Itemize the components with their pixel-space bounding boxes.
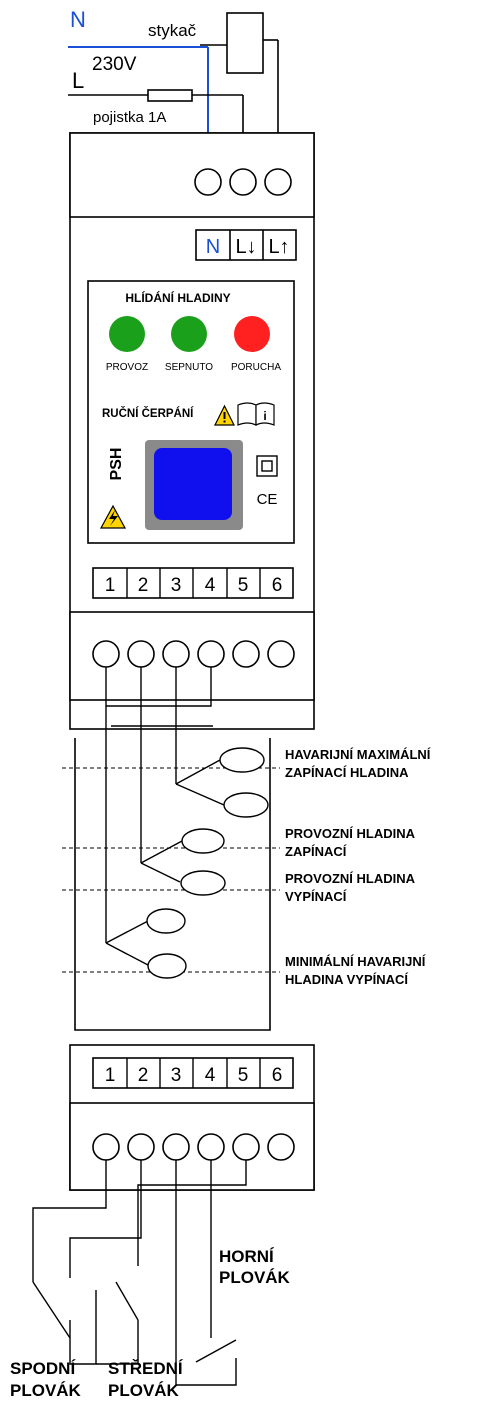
horni-float-line1: HORNÍ [219,1247,275,1266]
horni-float-line2: PLOVÁK [219,1268,291,1287]
n-label: N [70,7,86,32]
top-screw-l-out [264,168,292,196]
level-4-line2: HLADINA VYPÍNACÍ [285,972,408,987]
terminal-number-4: 4 [205,575,216,596]
spodni-switch-contact [32,1281,71,1339]
probe-float [181,828,225,854]
terminal-number-5: 5 [238,575,249,596]
stredni-float-line1: STŘEDNÍ [108,1359,184,1378]
ce-mark: CE [257,491,278,508]
spodni-float-line1: SPODNÍ [10,1359,76,1378]
manual-book-icon: i [237,402,275,426]
voltage-label: 230V [92,54,137,75]
probe-float [146,908,186,934]
pump-button[interactable] [154,448,232,520]
level-2-line2: ZAPÍNACÍ [285,844,347,859]
l-label: L [72,68,84,93]
horni-switch-contact [195,1339,237,1363]
warning-icon [214,404,235,426]
level-3-line2: VYPÍNACÍ [285,889,347,904]
terminal-number-3: 3 [171,575,182,596]
lower-terminal-number-1: 1 [105,1065,116,1086]
top-terminal-label-n: N [206,236,220,258]
contactor-label: stykač [148,21,197,40]
led-sepnuto-icon [171,316,207,352]
top-screw-l-in [229,168,257,196]
led-provoz-label: PROVOZ [106,362,148,373]
spodni-float-line2: PLOVÁK [10,1381,82,1400]
svg-text:i: i [263,409,266,423]
probe-float [223,792,269,818]
model-label: PSH [108,448,125,481]
probe-float [180,870,226,896]
led-porucha-icon [234,316,270,352]
fuse-symbol [147,89,193,102]
probe-float [219,747,265,773]
top-terminal-label-l-in: L↓ [235,236,256,258]
lower-terminal-number-3: 3 [171,1065,182,1086]
led-sepnuto-label: SEPNUTO [165,362,213,373]
terminal-number-6: 6 [272,575,283,596]
fuse-label: pojistka 1A [93,109,166,126]
level-2-line1: PROVOZNÍ HLADINA [285,826,416,841]
top-screw-n [194,168,222,196]
level-1-line1: HAVARIJNÍ MAXIMÁLNÍ [285,747,431,762]
lower-terminal-block: 1 2 3 4 5 6 [69,1044,315,1191]
panel-title: HLÍDÁNÍ HLADINY [125,290,230,305]
device-body: N L↓ L↑ HLÍDÁNÍ HLADINY PROVOZ SEPNUTO P… [69,132,315,730]
electric-hazard-icon [99,504,127,529]
stredni-switch-contact [115,1281,139,1321]
float-switch-wiring [32,1160,247,1386]
led-porucha-label: PORUCHA [231,362,281,373]
terminal-number-2: 2 [138,575,149,596]
lower-terminal-number-6: 6 [272,1065,283,1086]
level-4-line1: MINIMÁLNÍ HAVARIJNÍ [285,954,426,969]
manual-pumping-label: RUČNÍ ČERPÁNÍ [102,407,194,420]
lower-terminal-number-2: 2 [138,1065,149,1086]
contactor-symbol [226,12,264,74]
stredni-float-line2: PLOVÁK [108,1381,180,1400]
top-terminal-label-l-out: L↑ [268,236,289,258]
level-3-line1: PROVOZNÍ HLADINA [285,871,416,886]
led-provoz-icon [109,316,145,352]
lower-terminal-number-5: 5 [238,1065,249,1086]
lower-terminal-number-4: 4 [205,1065,216,1086]
level-1-line2: ZAPÍNACÍ HLADINA [285,765,409,780]
probe-float [147,953,187,979]
tank: HAVARIJNÍ MAXIMÁLNÍ ZAPÍNACÍ HLADINA PRO… [62,667,431,1031]
terminal-number-1: 1 [105,575,116,596]
